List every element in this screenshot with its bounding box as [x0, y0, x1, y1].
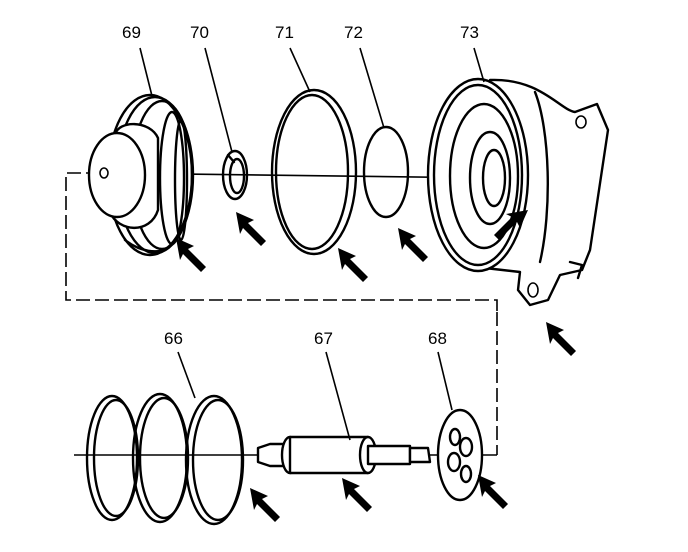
leader-lines	[139, 47, 485, 441]
part-67-shaft	[256, 435, 432, 475]
arrow-icon	[546, 322, 576, 356]
part-69-piston	[87, 93, 195, 257]
part-70-snap-ring	[221, 149, 249, 201]
arrow-icon	[342, 478, 372, 512]
label-68: 68	[428, 329, 447, 348]
label-70: 70	[190, 23, 209, 42]
arrow-icon	[236, 212, 266, 246]
label-73: 73	[460, 23, 479, 42]
arrow-icon	[398, 228, 428, 262]
part-66-rings	[85, 392, 245, 526]
assembly-path-line	[65, 172, 498, 312]
arrow-icon	[338, 248, 368, 282]
label-71: 71	[275, 23, 294, 42]
part-68-disc	[436, 408, 484, 502]
arrow-icon	[176, 238, 206, 272]
label-69: 69	[122, 23, 141, 42]
part-72-seal	[362, 125, 410, 219]
part-73-housing	[426, 77, 610, 307]
label-67: 67	[314, 329, 333, 348]
part-71-seal-ring	[270, 88, 358, 256]
label-72: 72	[344, 23, 363, 42]
arrow-icon	[250, 488, 280, 522]
arrow-icon	[478, 475, 508, 509]
label-66: 66	[164, 329, 183, 348]
